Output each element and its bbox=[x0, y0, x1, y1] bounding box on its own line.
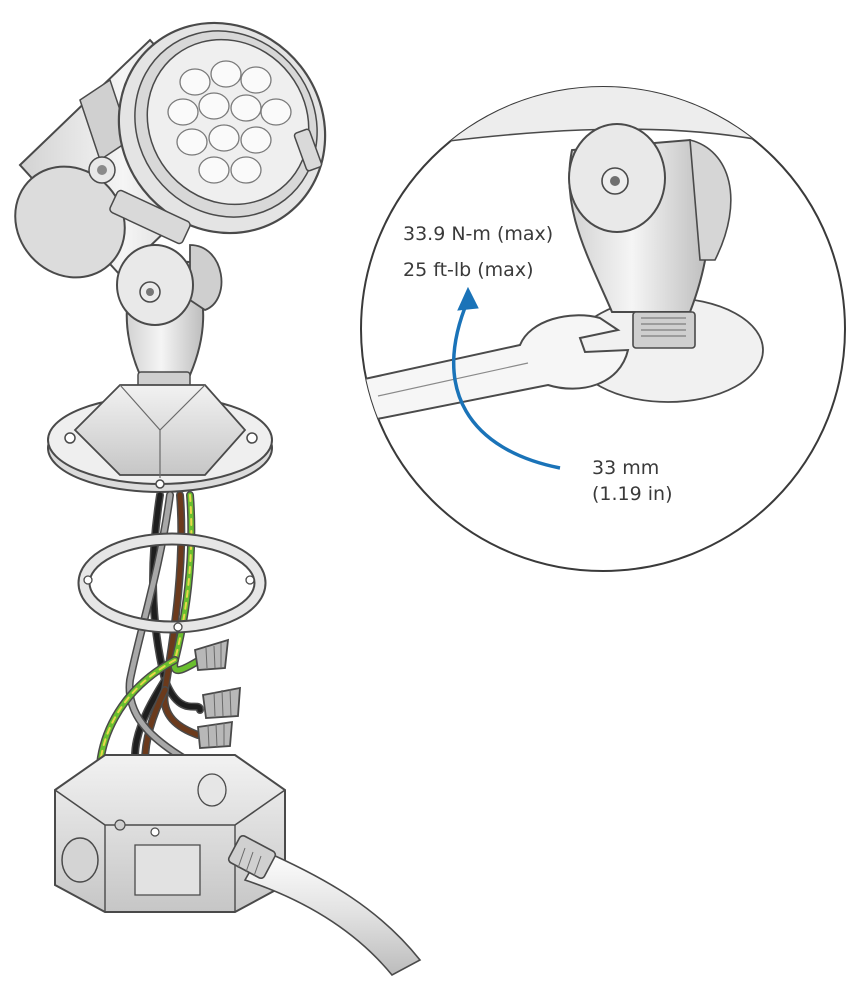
gasket-ring bbox=[77, 532, 267, 634]
conduit-cable bbox=[227, 834, 422, 977]
mounting-base bbox=[47, 384, 273, 493]
floodlight-head bbox=[14, 21, 327, 279]
wrench-size-in-label: (1.19 in) bbox=[592, 483, 673, 505]
detail-callout bbox=[360, 86, 846, 572]
junction-box bbox=[54, 754, 286, 913]
wrench-size-mm-label: 33 mm bbox=[592, 457, 660, 479]
torque-ftlb-label: 25 ft-lb (max) bbox=[403, 259, 534, 281]
torque-nm-label: 33.9 N-m (max) bbox=[403, 223, 554, 245]
knuckle-arm bbox=[116, 244, 223, 391]
